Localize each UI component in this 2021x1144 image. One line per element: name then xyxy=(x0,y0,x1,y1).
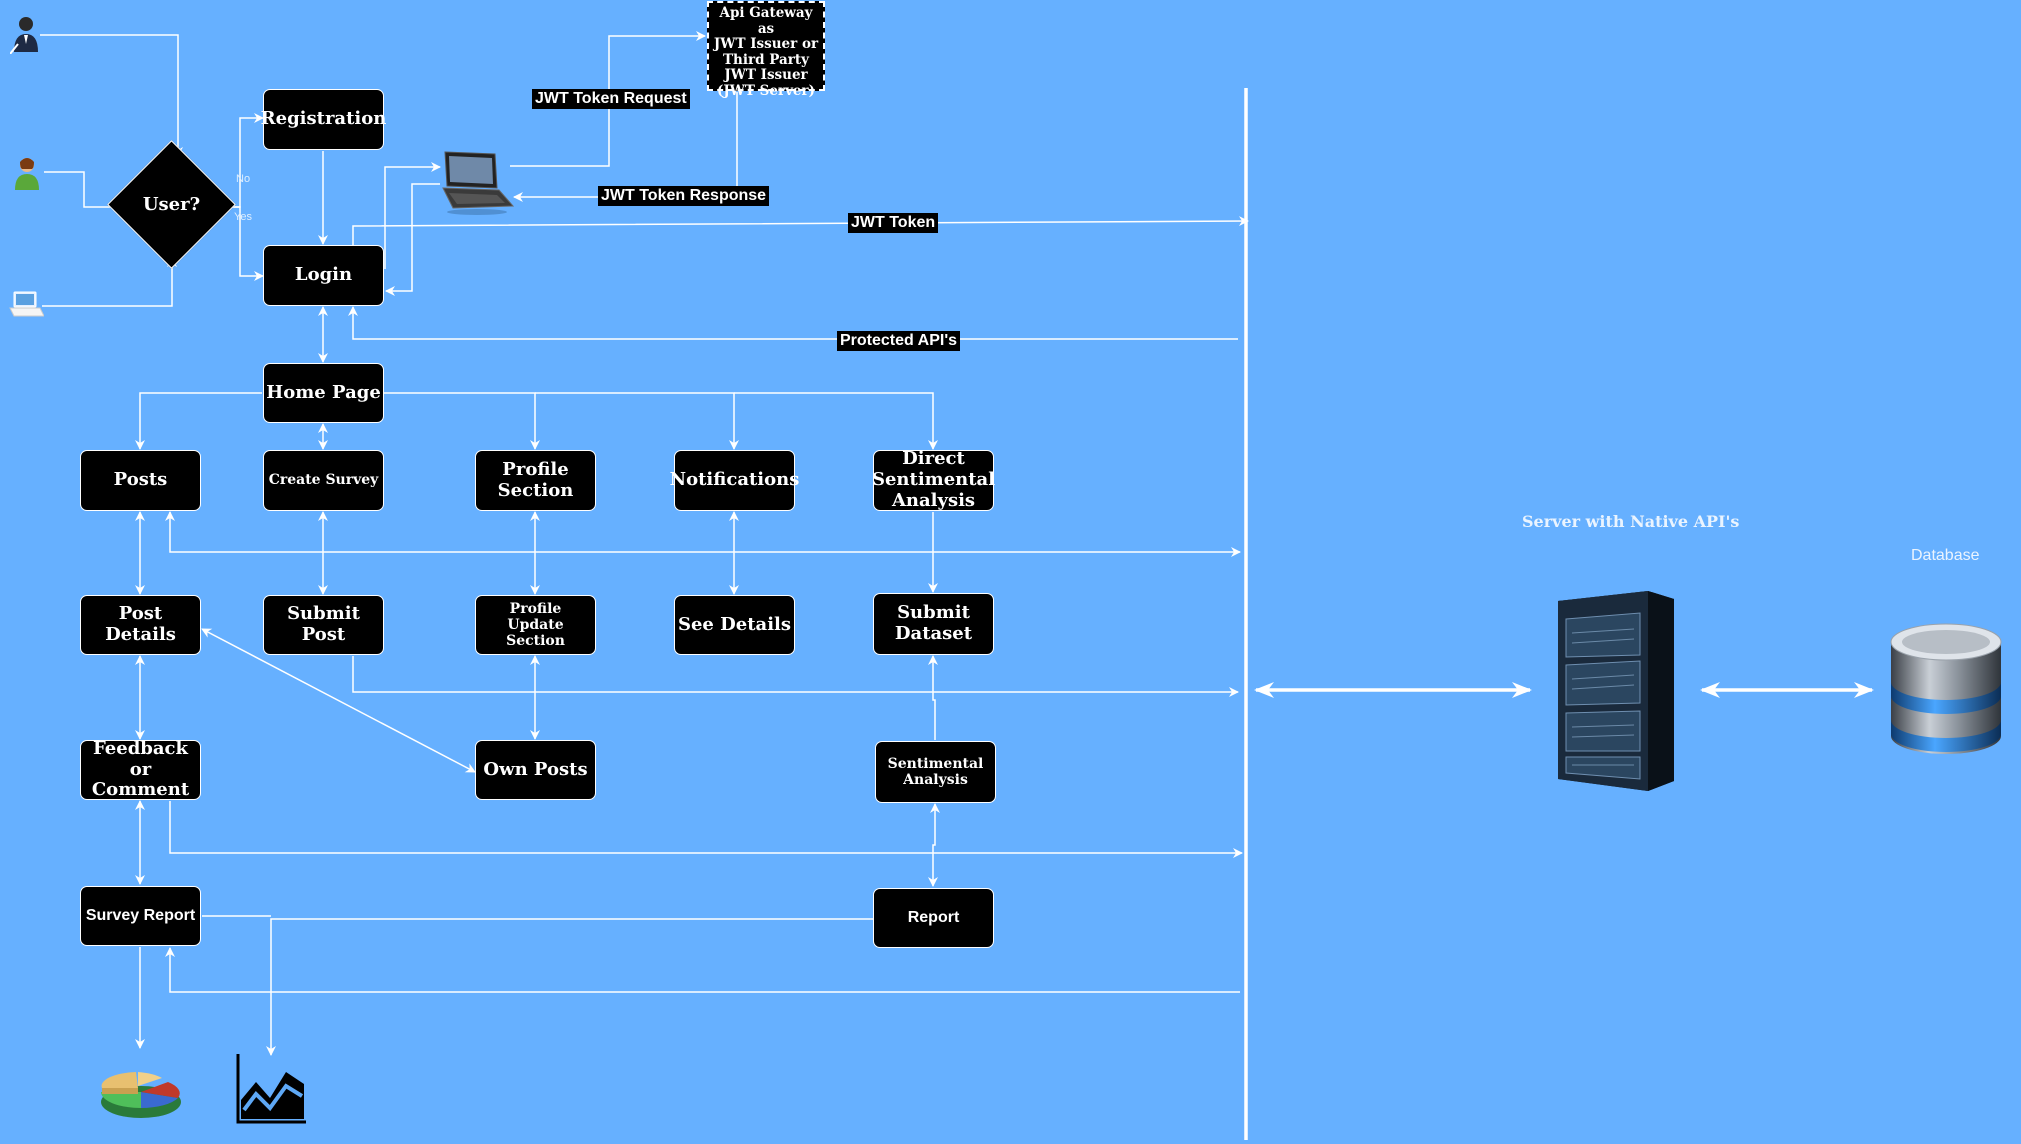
report-node[interactable]: Report xyxy=(873,888,994,948)
see-details-node[interactable]: See Details xyxy=(674,595,795,655)
jwt-token-label: JWT Token xyxy=(848,213,939,233)
database-label: Database xyxy=(1911,547,1980,564)
create-survey-node[interactable]: Create Survey xyxy=(263,450,384,511)
sentimental-analysis-node[interactable]: Sentimental Analysis xyxy=(875,741,996,803)
api-gateway-jwt-issuer: Api Gateway as JWT Issuer or Third Party… xyxy=(707,1,825,98)
post-details-node[interactable]: Post Details xyxy=(80,595,201,655)
gateway-line: Api Gateway as xyxy=(719,5,813,37)
direct-sentimental-analysis-node[interactable]: Direct Sentimental Analysis xyxy=(871,448,996,511)
user-suit-icon xyxy=(9,14,42,58)
pie-chart-icon xyxy=(98,1058,184,1128)
gateway-line: (JWT Server) xyxy=(716,82,816,99)
gateway-line: JWT Issuer or xyxy=(713,36,819,52)
submit-post-node[interactable]: Submit Post xyxy=(263,595,384,655)
server-rack-icon xyxy=(1548,585,1680,797)
gateway-line: JWT Issuer xyxy=(724,67,808,83)
own-posts-node[interactable]: Own Posts xyxy=(475,740,596,800)
server-label: Server with Native API's xyxy=(1522,512,1740,531)
area-chart-icon xyxy=(236,1052,308,1128)
user-icon xyxy=(12,156,42,194)
survey-report-node[interactable]: Survey Report xyxy=(80,886,201,946)
posts-node[interactable]: Posts xyxy=(80,450,201,511)
registration-node[interactable]: Registration xyxy=(261,89,386,150)
home-page-node[interactable]: Home Page xyxy=(263,363,384,423)
jwt-token-response-label: JWT Token Response xyxy=(598,186,770,206)
laptop-icon xyxy=(437,150,515,220)
laptop-icon xyxy=(8,290,45,324)
notifications-node[interactable]: Notifications xyxy=(670,450,799,511)
user-decision-label: User? xyxy=(142,193,201,215)
submit-dataset-node[interactable]: Submit Dataset xyxy=(873,593,994,655)
protected-apis-label: Protected API's xyxy=(837,331,961,351)
feedback-or-comment-node[interactable]: Feedback or Comment xyxy=(80,738,201,800)
database-icon xyxy=(1887,620,2005,762)
profile-update-section-node[interactable]: Profile Update Section xyxy=(475,595,596,655)
gateway-line: Third Party xyxy=(723,51,809,68)
no-label: No xyxy=(236,173,251,185)
login-node[interactable]: Login xyxy=(263,245,384,306)
yes-label: Yes xyxy=(234,211,252,223)
jwt-token-request-label: JWT Token Request xyxy=(532,89,690,109)
profile-section-node[interactable]: Profile Section xyxy=(475,450,596,511)
